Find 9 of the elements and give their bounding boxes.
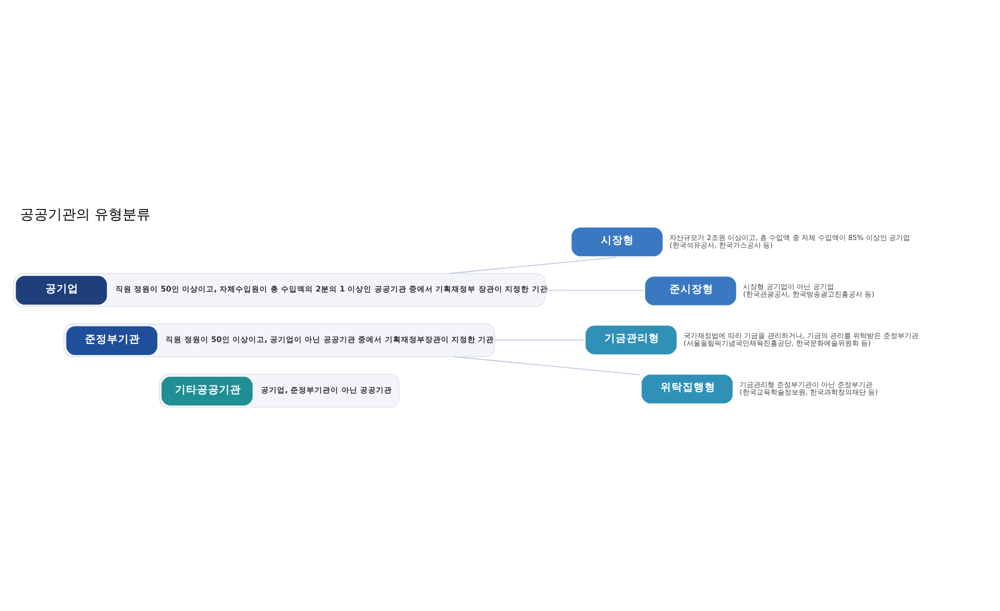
connector — [494, 338, 584, 340]
diagram-title: 공공기관의 유형분류 — [19, 206, 150, 222]
node-box: 기금관리형 — [585, 325, 676, 354]
node-box: 준시장형 — [644, 276, 736, 305]
node-box: 시장형 — [571, 227, 662, 256]
connector — [449, 256, 616, 274]
connector — [453, 356, 640, 375]
connector — [544, 289, 643, 290]
node-box: 위탁집행형 — [641, 374, 732, 403]
